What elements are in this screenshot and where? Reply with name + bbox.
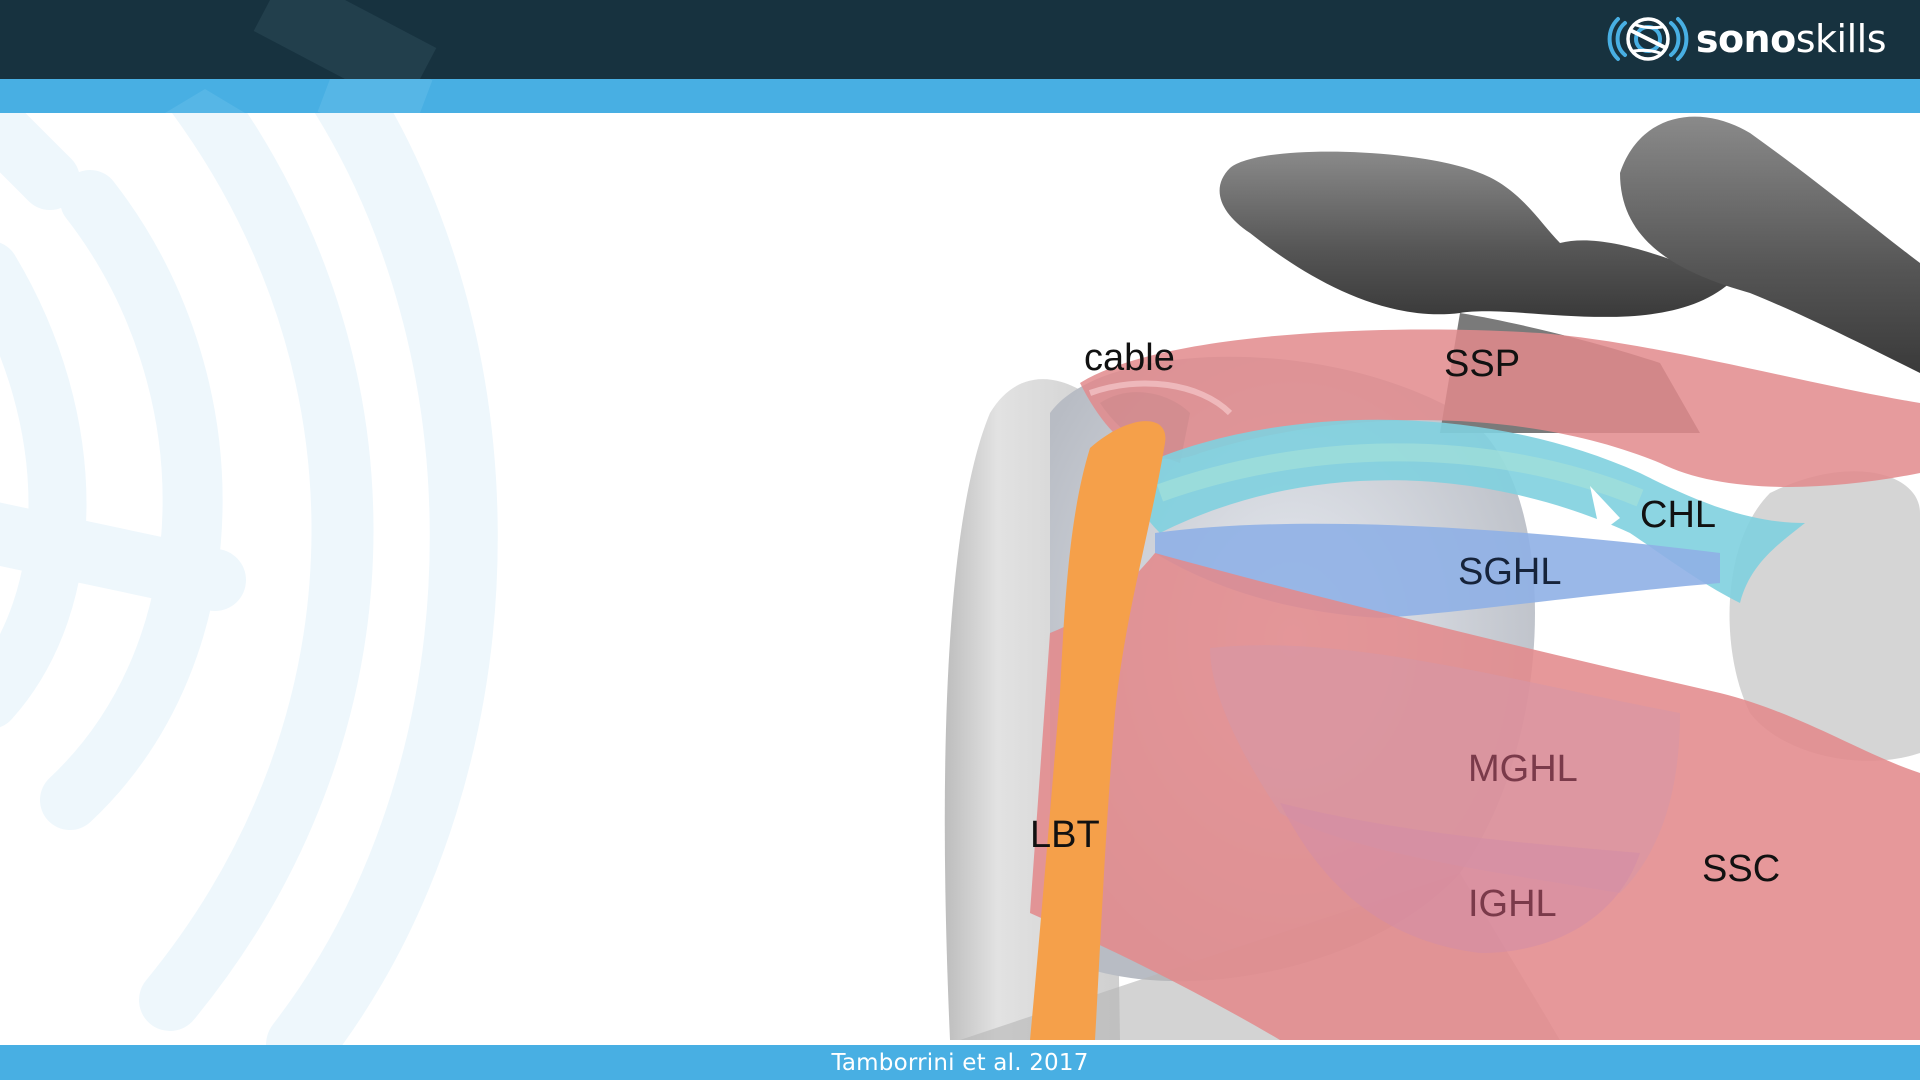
header-watermark-icon <box>253 0 437 79</box>
citation-text: Tamborrini et al. 2017 <box>831 1049 1089 1076</box>
shoulder-anatomy-figure: cable SSP CHL SGHL MGHL LBT SSC IGHL <box>900 113 1920 1040</box>
label-ighl: IGHL <box>1468 883 1557 925</box>
label-cable: cable <box>1084 337 1175 379</box>
footer-bar: Tamborrini et al. 2017 <box>0 1045 1920 1080</box>
shoulder-anatomy-illustration <box>944 116 1920 1040</box>
sonoskills-logo[interactable]: sonoskills <box>1606 9 1887 69</box>
label-mghl: MGHL <box>1468 748 1578 790</box>
label-ssc: SSC <box>1702 848 1781 890</box>
stripe-watermark-icon <box>165 79 433 113</box>
label-ssp: SSP <box>1444 343 1521 385</box>
background-watermark-logo <box>0 0 600 1045</box>
logo-text-light: skills <box>1795 17 1887 61</box>
sonoskills-logo-icon <box>1607 17 1689 61</box>
label-sghl: SGHL <box>1458 551 1562 593</box>
logo-text-bold: sono <box>1695 17 1796 61</box>
label-lbt: LBT <box>1030 814 1100 856</box>
accent-stripe <box>0 79 1920 113</box>
header-bar: sonoskills <box>0 0 1920 79</box>
label-chl: CHL <box>1640 494 1717 536</box>
logo-wordmark: sonoskills <box>1695 17 1887 61</box>
